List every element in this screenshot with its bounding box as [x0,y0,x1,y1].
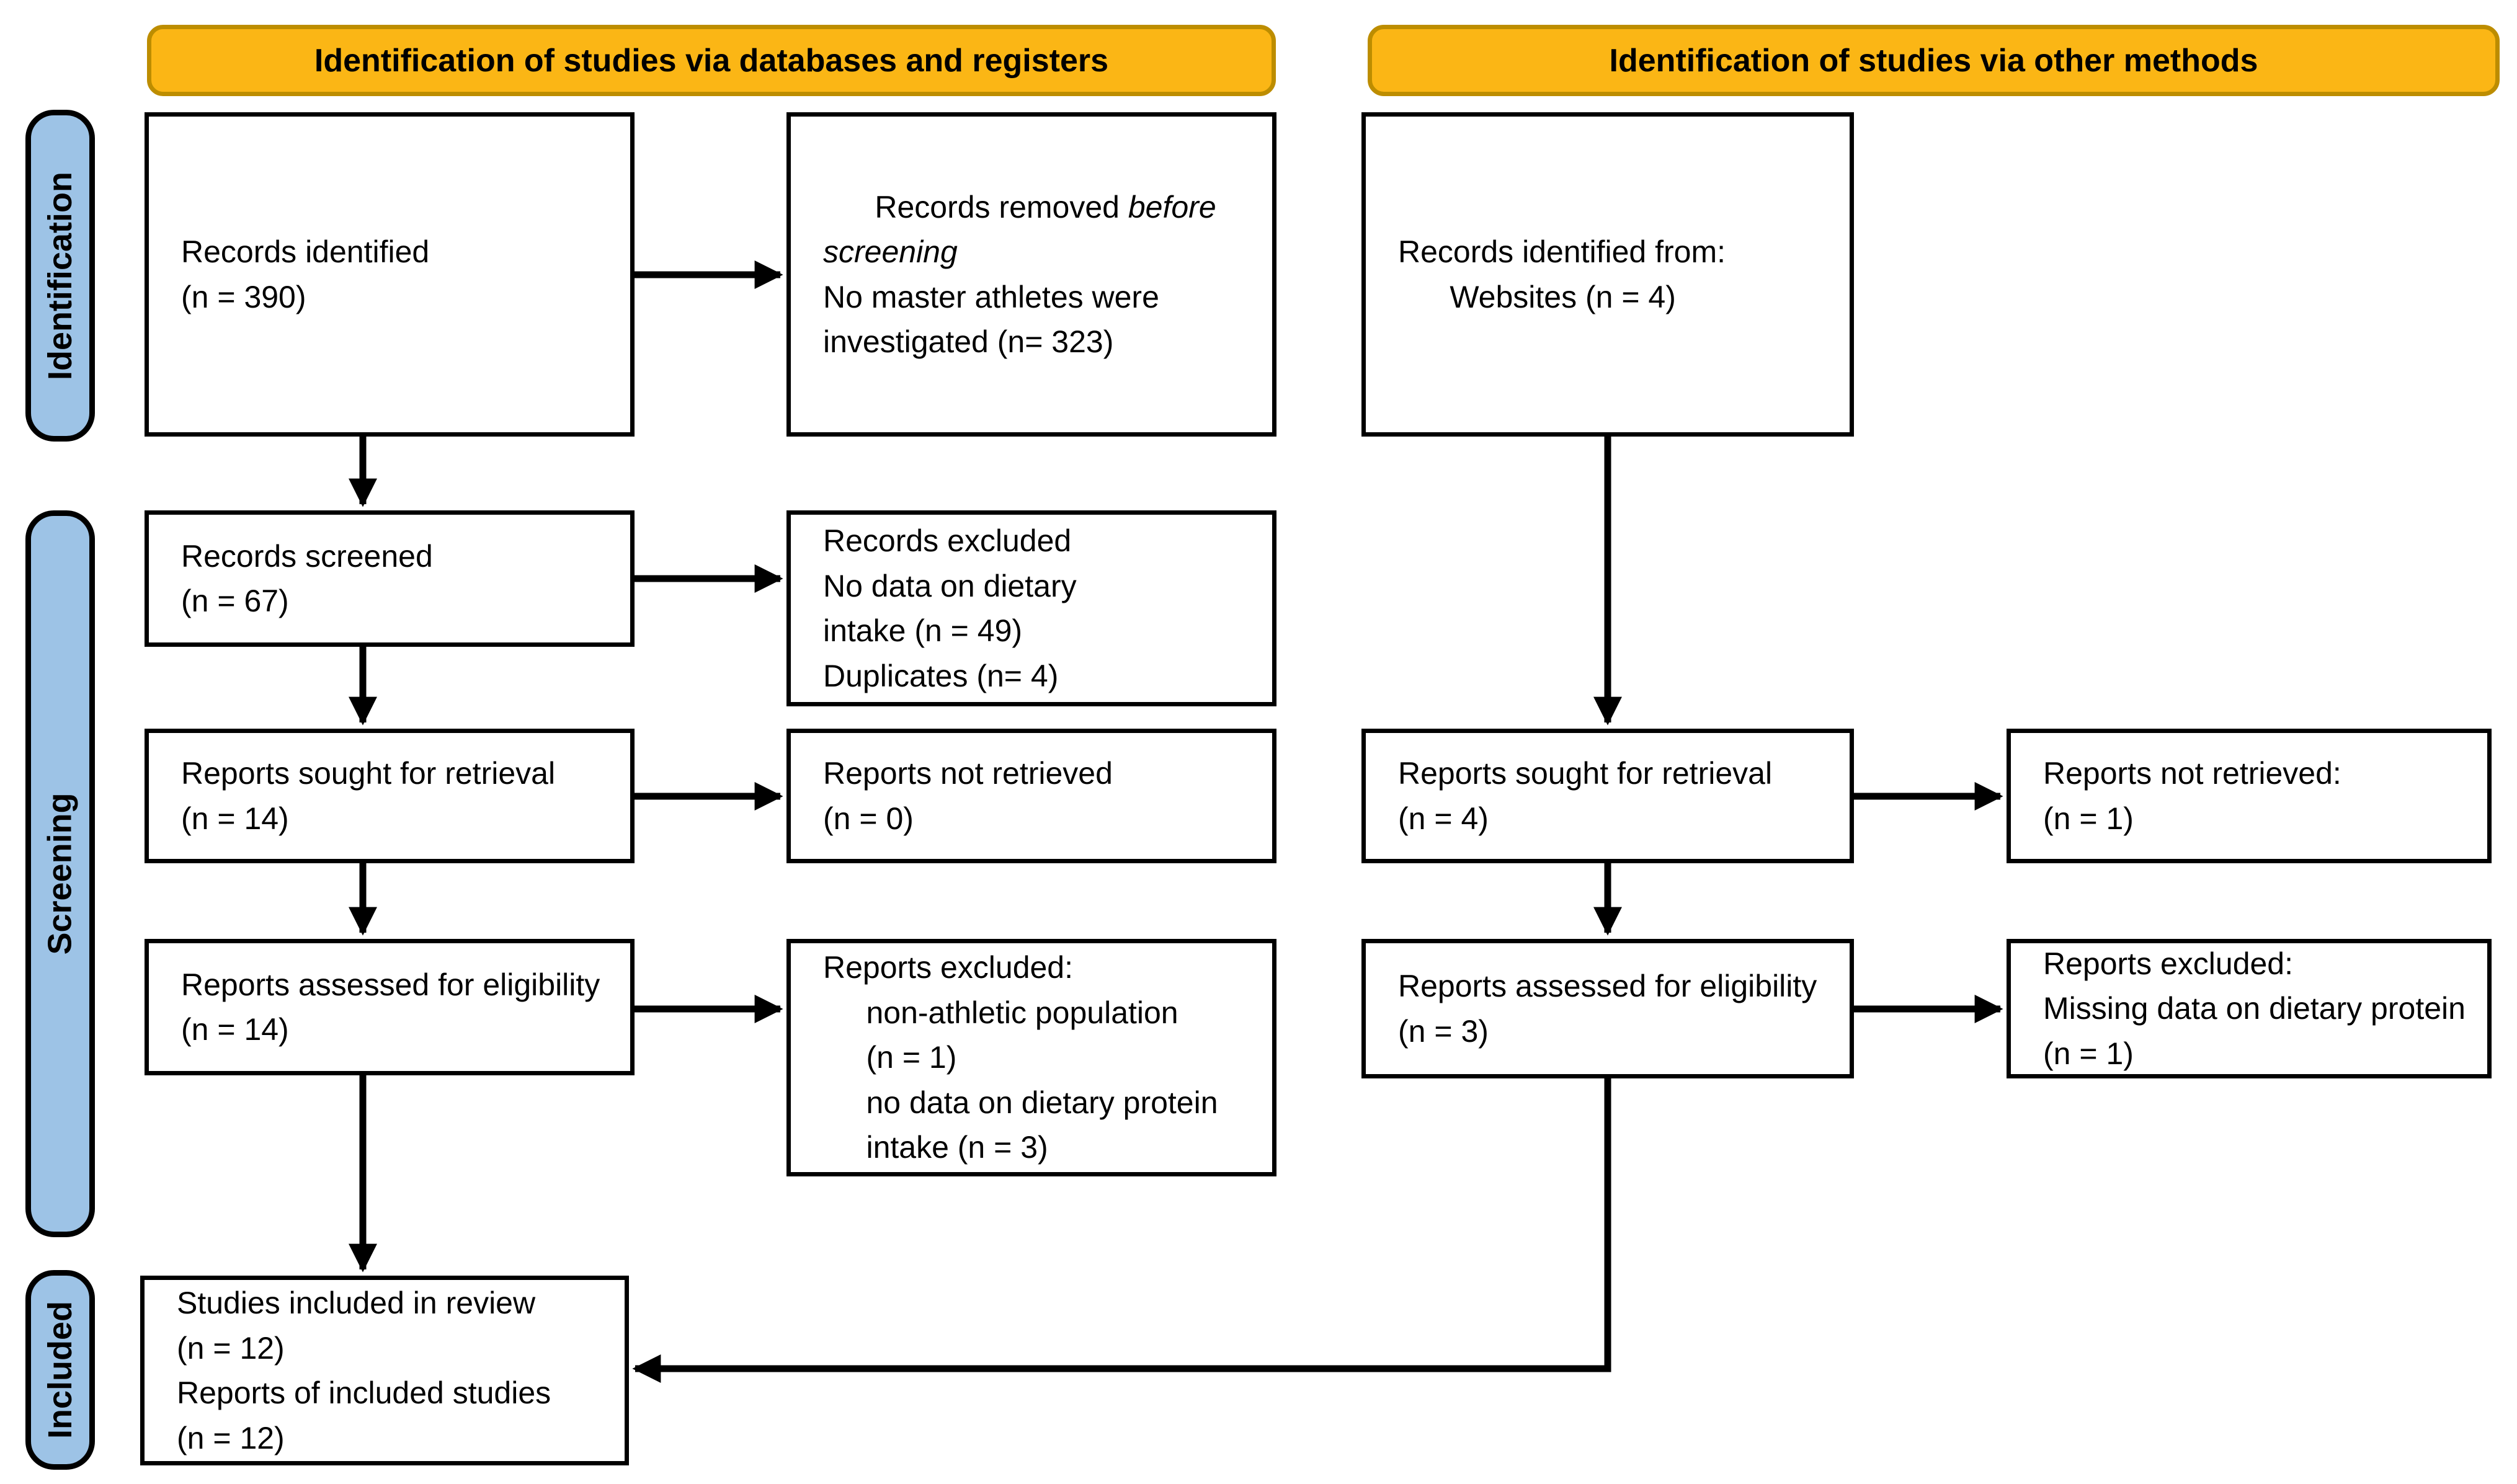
box-reports-assessed-other-text: Reports assessed for eligibility (n = 3) [1398,969,1817,1049]
stage-screening-label: Screening [42,793,79,955]
box-studies-included-text: Studies included in review (n = 12) Repo… [177,1286,551,1455]
stage-screening: Screening [25,510,95,1237]
records-removed-prefix: Records removed [875,189,1128,224]
box-reports-not-retrieved-text: Reports not retrieved (n = 0) [823,756,1113,836]
box-records-removed: Records removed before screening No mast… [786,112,1276,437]
box-records-identified-other-text: Records identified from: Websites (n = 4… [1398,234,1726,314]
stage-included: Included [25,1270,95,1470]
box-records-identified-text: Records identified (n = 390) [181,234,430,314]
records-removed-suffix: No master athletes were investigated (n=… [823,279,1159,360]
box-reports-not-retrieved-other: Reports not retrieved: (n = 1) [2007,729,2492,863]
box-reports-assessed-other: Reports assessed for eligibility (n = 3) [1361,939,1854,1078]
box-studies-included: Studies included in review (n = 12) Repo… [140,1276,629,1465]
box-records-excluded-text: Records excluded No data on dietary inta… [823,523,1077,693]
box-reports-sought: Reports sought for retrieval (n = 14) [145,729,635,863]
box-reports-not-retrieved-other-text: Reports not retrieved: (n = 1) [2043,756,2341,836]
box-reports-assessed-text: Reports assessed for eligibility (n = 14… [181,967,600,1047]
box-records-identified-other: Records identified from: Websites (n = 4… [1361,112,1854,437]
stage-identification: Identification [25,110,95,442]
box-records-screened-text: Records screened (n = 67) [181,538,433,619]
stage-identification-label: Identification [42,171,79,380]
box-reports-sought-other: Reports sought for retrieval (n = 4) [1361,729,1854,863]
box-reports-assessed: Reports assessed for eligibility (n = 14… [145,939,635,1075]
box-reports-excluded-db: Reports excluded: non-athletic populatio… [786,939,1276,1176]
banner-databases-registers: Identification of studies via databases … [147,25,1276,96]
box-reports-not-retrieved: Reports not retrieved (n = 0) [786,729,1276,863]
stage-included-label: Included [42,1300,79,1439]
box-records-screened: Records screened (n = 67) [145,510,635,647]
box-reports-excluded-db-text: Reports excluded: non-athletic populatio… [823,950,1218,1165]
box-reports-sought-text: Reports sought for retrieval (n = 14) [181,756,556,836]
box-records-excluded: Records excluded No data on dietary inta… [786,510,1276,706]
box-records-removed-text: Records removed before screening No mast… [823,140,1216,409]
box-reports-excluded-other-text: Reports excluded: Missing data on dietar… [2043,946,2466,1071]
records-removed-italic: before screening [823,189,1216,270]
box-reports-excluded-other: Reports excluded: Missing data on dietar… [2007,939,2492,1078]
box-reports-sought-other-text: Reports sought for retrieval (n = 4) [1398,756,1773,836]
box-records-identified: Records identified (n = 390) [145,112,635,437]
banner-other-methods: Identification of studies via other meth… [1368,25,2500,96]
